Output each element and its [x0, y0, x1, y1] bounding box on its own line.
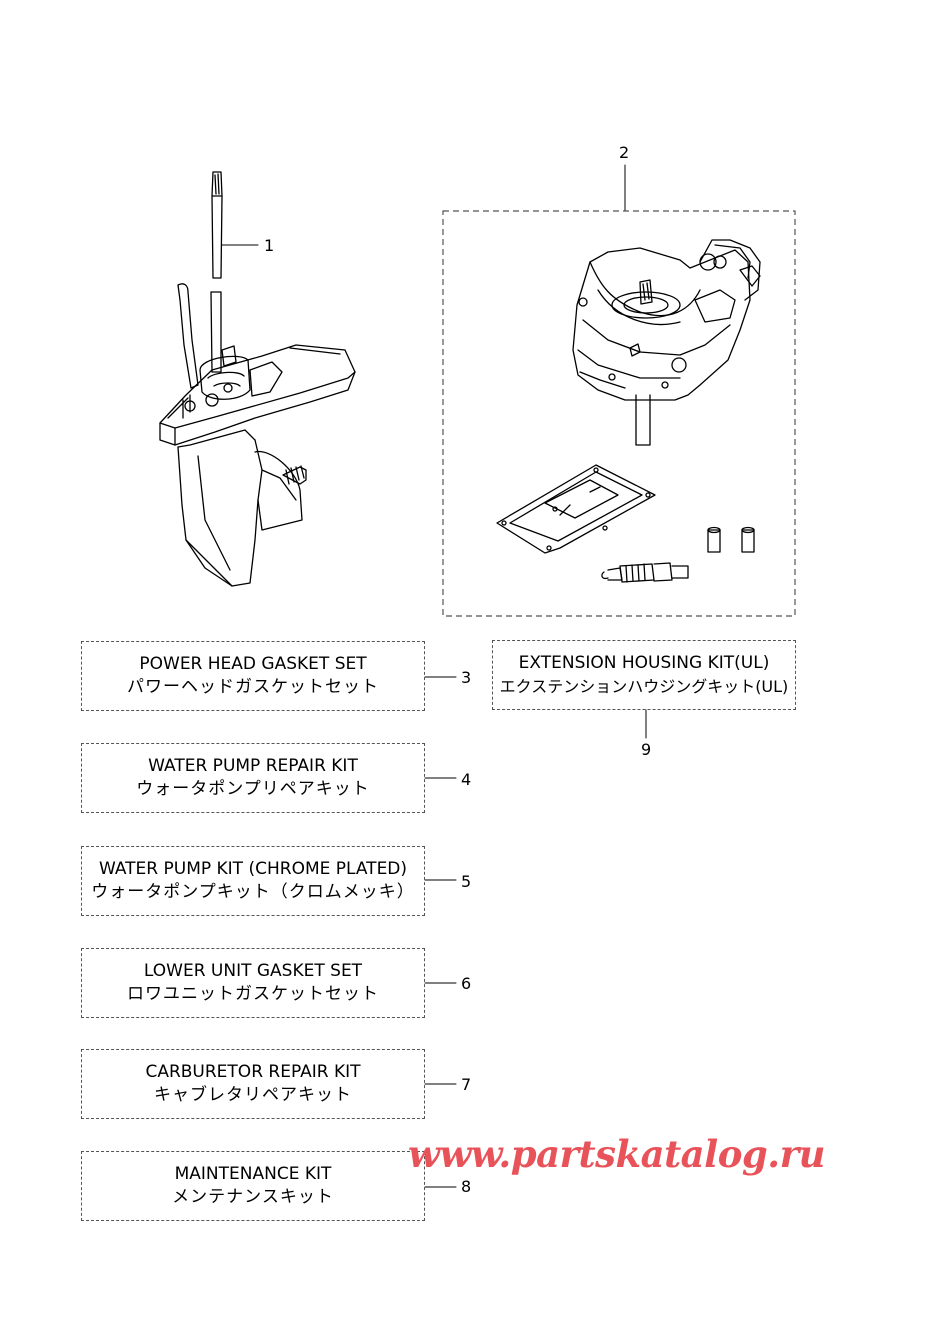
callout-6: 6 — [461, 974, 472, 993]
kit-label-en: MAINTENANCE KIT — [174, 1164, 332, 1184]
kit-label-en: WATER PUMP KIT (CHROME PLATED) — [98, 859, 408, 879]
kit-label-ja: メンテナンスキット — [172, 1187, 334, 1207]
kit-maintenance[interactable]: MAINTENANCE KIT メンテナンスキット — [81, 1151, 425, 1221]
lower-unit-illustration — [159, 283, 356, 587]
kit-extension-housing[interactable]: EXTENSION HOUSING KIT(UL) エクステンションハウジングキ… — [492, 640, 796, 710]
spark-plug-illustration — [601, 562, 689, 583]
kit-label-en: POWER HEAD GASKET SET — [139, 654, 367, 674]
leader-lines — [221, 164, 647, 1188]
callout-9: 9 — [641, 740, 652, 759]
callout-2: 2 — [619, 143, 630, 162]
dowel-pins-illustration — [707, 526, 755, 553]
kit-lower-unit-gasket-set[interactable]: LOWER UNIT GASKET SET ロワユニットガスケットセット — [81, 948, 425, 1018]
callout-5: 5 — [461, 872, 472, 891]
callout-7: 7 — [461, 1075, 472, 1094]
callout-1: 1 — [264, 236, 275, 255]
kit-label-ja: ロワユニットガスケットセット — [127, 984, 379, 1004]
callout-4: 4 — [461, 770, 472, 789]
kit-carburetor-repair[interactable]: CARBURETOR REPAIR KIT キャブレタリペアキット — [81, 1049, 425, 1119]
kit-label-ja: ウォータポンプキット（クロムメッキ） — [91, 882, 415, 902]
kit-label-ja: パワーヘッドガスケットセット — [127, 677, 379, 697]
kit-label-ja: ウォータポンプリペアキット — [136, 779, 370, 799]
kit-label-en: EXTENSION HOUSING KIT(UL) — [518, 653, 770, 673]
kit-label-en: LOWER UNIT GASKET SET — [143, 961, 363, 981]
callout-8: 8 — [461, 1177, 472, 1196]
kit-water-pump-repair[interactable]: WATER PUMP REPAIR KIT ウォータポンプリペアキット — [81, 743, 425, 813]
callout-3: 3 — [461, 668, 472, 687]
kit-label-ja: キャブレタリペアキット — [154, 1085, 352, 1105]
kit-label-en: CARBURETOR REPAIR KIT — [145, 1062, 361, 1082]
power-head-illustration — [572, 239, 761, 446]
watermark-text: www.partskatalog.ru — [408, 1132, 826, 1176]
kit-label-ja: エクステンションハウジングキット(UL) — [499, 677, 789, 696]
power-head-kit-frame — [442, 210, 796, 617]
kit-water-pump-chrome[interactable]: WATER PUMP KIT (CHROME PLATED) ウォータポンプキッ… — [81, 846, 425, 916]
drive-shaft-illustration — [210, 171, 223, 373]
kit-label-en: WATER PUMP REPAIR KIT — [148, 756, 358, 776]
power-head-gasket-illustration — [496, 464, 656, 554]
kit-power-head-gasket-set[interactable]: POWER HEAD GASKET SET パワーヘッドガスケットセット — [81, 641, 425, 711]
